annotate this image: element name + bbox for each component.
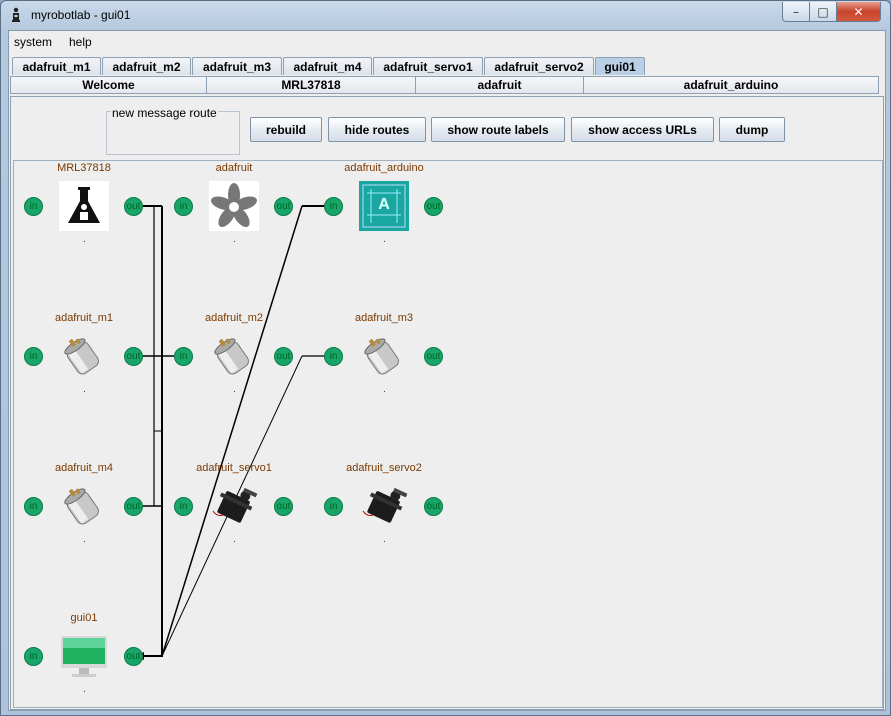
service-status-dot: . bbox=[233, 385, 236, 395]
tab-welcome[interactable]: Welcome bbox=[10, 76, 207, 94]
maximize-icon: □ bbox=[817, 4, 829, 19]
service-status-dot: . bbox=[383, 535, 386, 545]
service-name-label: MRL37818 bbox=[57, 162, 111, 174]
service-status-dot: . bbox=[383, 235, 386, 245]
out-port[interactable]: out bbox=[274, 347, 293, 366]
in-port[interactable]: in bbox=[24, 497, 43, 516]
motor-icon[interactable] bbox=[359, 331, 409, 381]
in-port[interactable]: in bbox=[24, 197, 43, 216]
service-name-label: adafruit_m4 bbox=[54, 462, 114, 474]
out-port[interactable]: out bbox=[424, 197, 443, 216]
out-port[interactable]: out bbox=[424, 347, 443, 366]
service-name-label: adafruit_servo2 bbox=[346, 462, 422, 474]
route-lines bbox=[133, 205, 325, 660]
service-name-label: adafruit_servo1 bbox=[196, 462, 272, 474]
motor-icon[interactable] bbox=[209, 331, 259, 381]
in-port[interactable]: in bbox=[174, 497, 193, 516]
servo-icon[interactable] bbox=[209, 481, 259, 531]
tab-adafruit[interactable]: adafruit bbox=[415, 76, 584, 94]
service-name-label: adafruit_m2 bbox=[204, 312, 264, 324]
adafruit-flower-icon[interactable] bbox=[209, 181, 259, 231]
service-name-label: gui01 bbox=[70, 612, 98, 624]
servo-icon[interactable] bbox=[359, 481, 409, 531]
minimize-icon: – bbox=[793, 4, 799, 19]
service-status-dot: . bbox=[83, 685, 86, 695]
in-port[interactable]: in bbox=[324, 347, 343, 366]
new-message-route-box: new message route bbox=[106, 106, 240, 155]
service-graph[interactable]: MRL37818 in out. adafruit in out. adafruit_ard… bbox=[13, 160, 883, 708]
service-status-dot: . bbox=[233, 535, 236, 545]
show-route-labels-button[interactable]: show route labels bbox=[431, 117, 565, 142]
close-button[interactable]: ✕ bbox=[836, 2, 881, 22]
tab-adafruit-m1[interactable]: adafruit_m1 bbox=[12, 57, 101, 75]
rebuild-button[interactable]: rebuild bbox=[250, 117, 322, 142]
tab-gui01[interactable]: gui01 bbox=[595, 57, 645, 75]
motor-icon[interactable] bbox=[59, 331, 109, 381]
maximize-button[interactable]: □ bbox=[809, 2, 837, 22]
service-status-dot: . bbox=[83, 385, 86, 395]
service-name-label: adafruit_m1 bbox=[54, 312, 114, 324]
menu-system[interactable]: system bbox=[14, 35, 53, 49]
tab-adafruit-m3[interactable]: adafruit_m3 bbox=[192, 57, 282, 75]
service-name-label: adafruit bbox=[215, 162, 253, 174]
window-title: myrobotlab - gui01 bbox=[31, 8, 131, 22]
in-port[interactable]: in bbox=[324, 197, 343, 216]
gui-panel: new message route rebuild hide routes sh… bbox=[10, 96, 884, 710]
in-port[interactable]: in bbox=[24, 347, 43, 366]
in-port[interactable]: in bbox=[174, 347, 193, 366]
minimize-button[interactable]: – bbox=[782, 2, 810, 22]
in-port[interactable]: in bbox=[174, 197, 193, 216]
tab-adafruit-m4[interactable]: adafruit_m4 bbox=[283, 57, 372, 75]
flask-icon[interactable] bbox=[59, 181, 109, 231]
app-robot-icon bbox=[12, 7, 20, 22]
out-port[interactable]: out bbox=[124, 497, 143, 516]
title-bar[interactable]: myrobotlab - gui01 – □ ✕ bbox=[1, 1, 890, 29]
monitor-icon[interactable] bbox=[59, 631, 109, 681]
dump-button[interactable]: dump bbox=[719, 117, 785, 142]
tab-adafruit-arduino[interactable]: adafruit_arduino bbox=[583, 76, 879, 94]
in-port[interactable]: in bbox=[24, 647, 43, 666]
tab-adafruit-servo1[interactable]: adafruit_servo1 bbox=[373, 57, 483, 75]
route-line bbox=[161, 205, 303, 657]
service-status-dot: . bbox=[383, 385, 386, 395]
svg-text:A: A bbox=[378, 196, 390, 213]
out-port[interactable]: out bbox=[124, 347, 143, 366]
service-name-label: adafruit_arduino bbox=[344, 162, 424, 174]
motor-icon[interactable] bbox=[59, 481, 109, 531]
menu-help[interactable]: help bbox=[69, 35, 92, 49]
show-access-urls-button[interactable]: show access URLs bbox=[571, 117, 714, 142]
service-status-dot: . bbox=[233, 235, 236, 245]
menu-bar: system help bbox=[9, 31, 885, 53]
tab-adafruit-servo2[interactable]: adafruit_servo2 bbox=[484, 57, 594, 75]
close-icon: ✕ bbox=[853, 4, 864, 19]
out-port[interactable]: out bbox=[124, 647, 143, 666]
tab-mrl37818[interactable]: MRL37818 bbox=[206, 76, 416, 94]
new-message-route-label: new message route bbox=[111, 106, 218, 120]
client-area: system help adafruit_m1 adafruit_m2 adaf… bbox=[8, 30, 886, 711]
out-port[interactable]: out bbox=[424, 497, 443, 516]
arduino-icon[interactable]: A bbox=[359, 181, 409, 231]
out-port[interactable]: out bbox=[274, 197, 293, 216]
service-status-dot: . bbox=[83, 535, 86, 545]
in-port[interactable]: in bbox=[324, 497, 343, 516]
hide-routes-button[interactable]: hide routes bbox=[328, 117, 426, 142]
service-status-dot: . bbox=[83, 235, 86, 245]
out-port[interactable]: out bbox=[274, 497, 293, 516]
out-port[interactable]: out bbox=[124, 197, 143, 216]
tab-adafruit-m2[interactable]: adafruit_m2 bbox=[102, 57, 191, 75]
service-name-label: adafruit_m3 bbox=[354, 312, 414, 324]
